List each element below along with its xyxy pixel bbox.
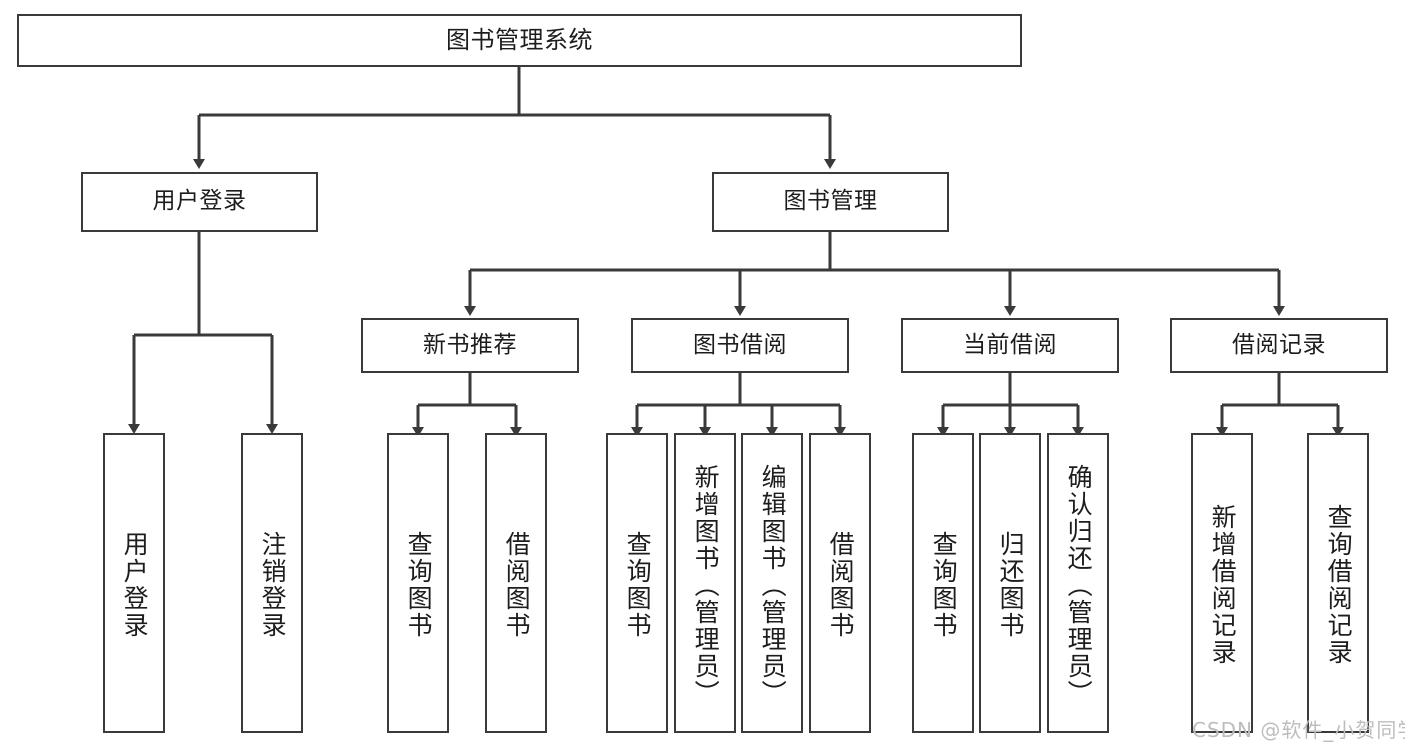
node-book-borrow-label: 图书借阅: [693, 331, 787, 358]
node-leaf-user-login-label: 用户登录: [120, 531, 150, 639]
node-leaf-rec-add-record[interactable]: 新增借阅记录: [1191, 433, 1253, 733]
node-leaf-borrow-query-book[interactable]: 查询图书: [606, 433, 668, 733]
node-leaf-cur-query-book-label: 查询图书: [929, 531, 959, 639]
node-leaf-borrow-add-book[interactable]: 新增图书（管理员）: [674, 433, 736, 733]
node-book-manage-label: 图书管理: [783, 188, 878, 215]
node-leaf-borrow-borrow-book[interactable]: 借阅图书: [809, 433, 871, 733]
node-leaf-borrow-edit-book-label: 编辑图书（管理员）: [758, 463, 788, 707]
node-leaf-borrow-borrow-book-label: 借阅图书: [826, 531, 856, 639]
node-user-login[interactable]: 用户登录: [81, 172, 318, 232]
node-book-manage[interactable]: 图书管理: [712, 172, 949, 232]
node-leaf-cur-return-book-label: 归还图书: [996, 531, 1026, 639]
node-book-borrow[interactable]: 图书借阅: [631, 318, 849, 373]
node-borrow-record-label: 借阅记录: [1232, 331, 1326, 358]
node-leaf-cur-confirm-return[interactable]: 确认归还（管理员）: [1047, 433, 1109, 733]
node-leaf-borrow-query-book-label: 查询图书: [623, 531, 653, 639]
node-leaf-logout[interactable]: 注销登录: [241, 433, 303, 733]
node-leaf-rec-query-book-label: 查询图书: [404, 531, 434, 639]
node-leaf-rec-borrow-book[interactable]: 借阅图书: [485, 433, 547, 733]
node-new-book-rec[interactable]: 新书推荐: [361, 318, 579, 373]
node-user-login-label: 用户登录: [152, 188, 247, 215]
node-current-borrow-label: 当前借阅: [963, 331, 1057, 358]
node-leaf-user-login[interactable]: 用户登录: [103, 433, 165, 733]
node-leaf-rec-borrow-book-label: 借阅图书: [502, 531, 532, 639]
node-current-borrow[interactable]: 当前借阅: [901, 318, 1119, 373]
node-borrow-record[interactable]: 借阅记录: [1170, 318, 1388, 373]
node-root[interactable]: 图书管理系统: [17, 14, 1022, 67]
node-leaf-rec-query-record[interactable]: 查询借阅记录: [1307, 433, 1369, 733]
node-leaf-cur-return-book[interactable]: 归还图书: [979, 433, 1041, 733]
node-leaf-borrow-edit-book[interactable]: 编辑图书（管理员）: [741, 433, 803, 733]
node-leaf-logout-label: 注销登录: [258, 531, 288, 639]
node-leaf-rec-query-book[interactable]: 查询图书: [387, 433, 449, 733]
watermark-text: CSDN @软件_小贺同学: [1192, 718, 1405, 742]
node-root-label: 图书管理系统: [446, 26, 593, 55]
node-leaf-cur-confirm-return-label: 确认归还（管理员）: [1064, 463, 1094, 707]
node-leaf-cur-query-book[interactable]: 查询图书: [912, 433, 974, 733]
node-new-book-rec-label: 新书推荐: [423, 331, 517, 358]
node-leaf-rec-query-record-label: 查询借阅记录: [1324, 504, 1354, 666]
node-leaf-borrow-add-book-label: 新增图书（管理员）: [691, 463, 721, 707]
node-leaf-rec-add-record-label: 新增借阅记录: [1208, 504, 1238, 666]
